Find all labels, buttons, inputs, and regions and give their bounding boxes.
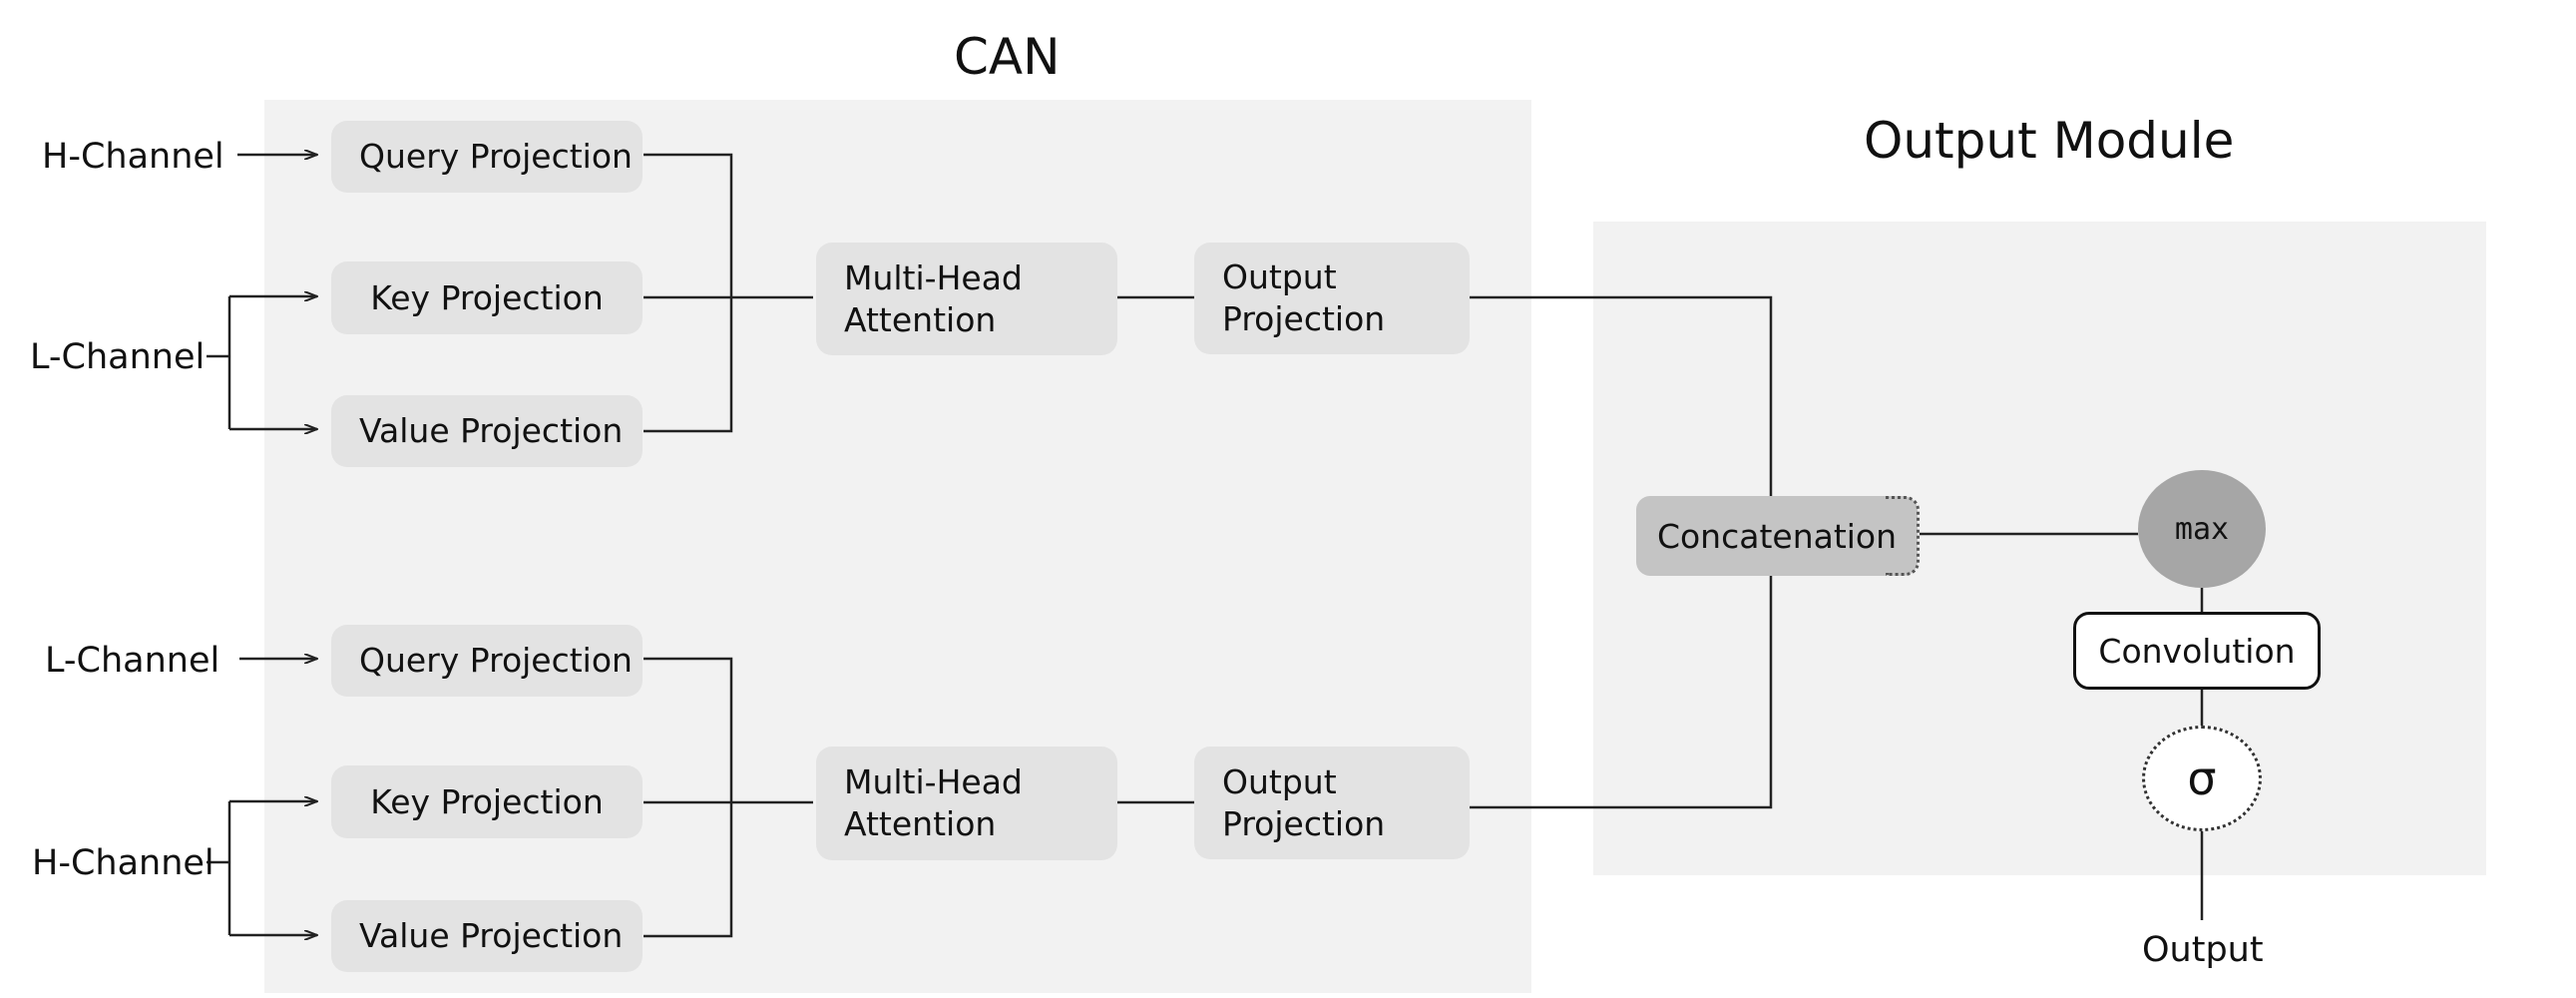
mha-label-line1: Multi-Head xyxy=(844,762,1023,801)
outproj-label-line2: Projection xyxy=(1222,803,1386,843)
query-to-merge-lower xyxy=(644,657,733,938)
mha-label-line2: Attention xyxy=(844,299,997,339)
max-node: max xyxy=(2138,470,2266,588)
mha-label-line2: Attention xyxy=(844,804,997,843)
query-projection-label: Query Projection xyxy=(359,137,633,176)
output-module-title: Output Module xyxy=(1864,112,2235,170)
multi-head-attention-upper: Multi-Head Attention xyxy=(816,243,1117,355)
sigmoid-node: σ xyxy=(2142,726,2262,831)
multi-head-attention-lower: Multi-Head Attention xyxy=(816,747,1117,860)
outproj-to-concat-lower xyxy=(1470,576,1773,809)
max-label: max xyxy=(2174,511,2230,547)
query-projection-lower: Query Projection xyxy=(331,625,643,697)
convolution-block: Convolution xyxy=(2073,612,2321,690)
value-projection-label: Value Projection xyxy=(359,411,624,450)
concatenation-label: Concatenation xyxy=(1656,516,1898,556)
query-projection-upper: Query Projection xyxy=(331,121,643,193)
outproj-label-line2: Projection xyxy=(1222,299,1386,338)
key-projection-upper: Key Projection xyxy=(331,261,643,334)
query-to-merge-upper xyxy=(644,153,733,433)
outproj-label-line1: Output xyxy=(1222,257,1337,296)
can-title: CAN xyxy=(954,28,1061,86)
key-projection-label: Key Projection xyxy=(370,782,604,821)
l-channel-label-upper: L-Channel xyxy=(30,337,206,377)
l-channel-label-lower: L-Channel xyxy=(45,641,220,681)
concatenation-block: Concatenation xyxy=(1636,496,1918,576)
value-projection-lower: Value Projection xyxy=(331,900,643,972)
h-channel-label-upper: H-Channel xyxy=(42,137,224,177)
output-label: Output xyxy=(2142,930,2264,970)
outproj-to-concat-upper xyxy=(1470,295,1773,496)
key-projection-lower: Key Projection xyxy=(331,765,643,838)
output-projection-upper: Output Projection xyxy=(1194,243,1470,354)
h-channel-label-lower: H-Channel xyxy=(32,843,215,883)
key-projection-label: Key Projection xyxy=(370,278,604,317)
concatenation-dotted-edge xyxy=(1886,496,1920,576)
outproj-label-line1: Output xyxy=(1222,761,1337,801)
convolution-label: Convolution xyxy=(2098,631,2296,671)
output-projection-lower: Output Projection xyxy=(1194,747,1470,859)
sigma-label: σ xyxy=(2187,751,2217,805)
query-projection-label: Query Projection xyxy=(359,641,633,680)
mha-label-line1: Multi-Head xyxy=(844,257,1023,297)
value-projection-upper: Value Projection xyxy=(331,395,643,467)
value-projection-label: Value Projection xyxy=(359,916,624,955)
